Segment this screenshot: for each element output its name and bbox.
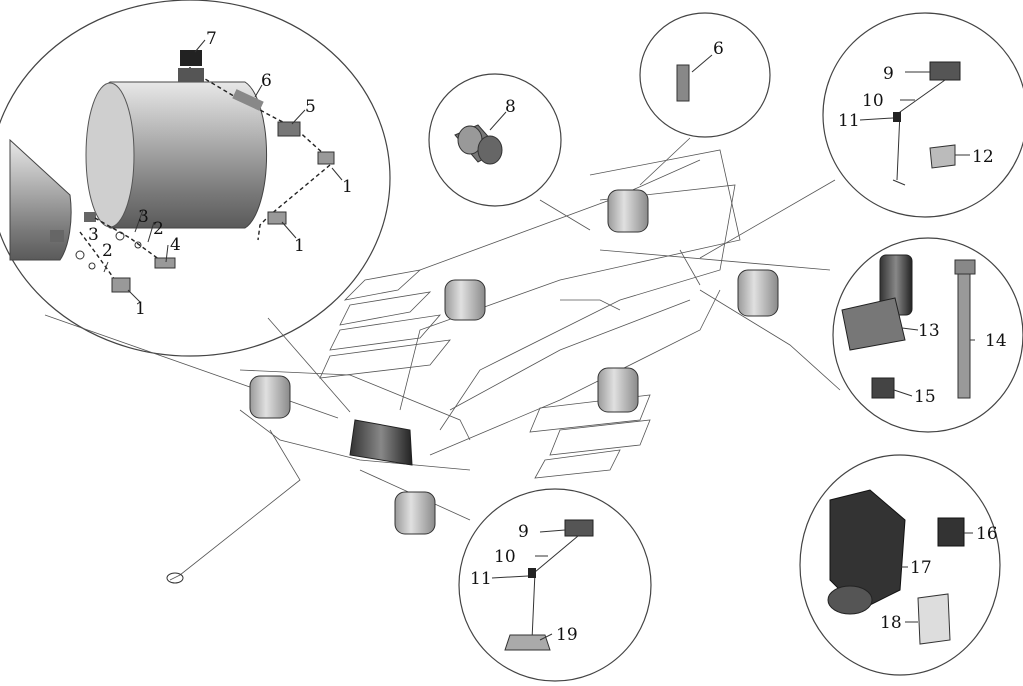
- callout-1-lower: 1: [135, 299, 146, 319]
- fitting-8: [454, 124, 503, 165]
- detail-circle-levelling: [832, 237, 1023, 433]
- callout-13: 13: [918, 321, 940, 341]
- callout-12: 12: [972, 147, 994, 167]
- callout-19: 19: [556, 625, 578, 645]
- fitting-1b: [267, 211, 287, 225]
- callout-9-top: 9: [883, 64, 894, 84]
- callout-10-top: 10: [862, 91, 884, 111]
- callout-6-top: 6: [713, 39, 724, 59]
- air-bag-1: [444, 279, 486, 321]
- callout-7: 7: [206, 29, 217, 49]
- callout-3-a: 3: [138, 207, 149, 227]
- callout-1-upper: 1: [342, 177, 353, 197]
- callout-17: 17: [910, 558, 932, 578]
- air-bag-2: [607, 189, 649, 233]
- callout-11-bottom: 11: [470, 569, 492, 589]
- detail-circle-valve-bottom: [458, 488, 652, 682]
- levelling-valve: [841, 254, 976, 399]
- detail-circle-fitting-8: [428, 73, 562, 207]
- callout-2-a: 2: [153, 219, 164, 239]
- central-tank: [349, 419, 413, 466]
- ecu-assembly: [827, 489, 965, 645]
- callout-5: 5: [305, 97, 316, 117]
- callout-6-left: 6: [261, 71, 272, 91]
- callout-2-b: 2: [102, 241, 113, 261]
- fitting-4: [154, 257, 176, 269]
- callout-15: 15: [914, 387, 936, 407]
- detail-circle-fitting-6: [639, 12, 771, 138]
- callout-4: 4: [170, 235, 181, 255]
- callout-18: 18: [880, 613, 902, 633]
- callout-16: 16: [976, 524, 998, 544]
- valve-bottom: [504, 519, 594, 651]
- callout-9-bottom: 9: [518, 522, 529, 542]
- valve-top: [892, 61, 961, 186]
- fitting-7: [178, 50, 204, 82]
- fitting-5: [277, 121, 301, 137]
- callout-3-b: 3: [88, 225, 99, 245]
- air-tank-second: [9, 138, 96, 261]
- air-bag-5: [249, 375, 291, 419]
- callout-10-bottom: 10: [494, 547, 516, 567]
- detail-circle-ecu: [799, 454, 1001, 676]
- fitting-6-top: [676, 64, 690, 102]
- hose-coil: [166, 572, 184, 584]
- air-tank: [85, 81, 268, 229]
- detail-circle-tank: [0, 0, 391, 357]
- detail-circle-valve-top: [822, 12, 1023, 218]
- fitting-6-left: [232, 89, 264, 111]
- callout-1-mid: 1: [294, 236, 305, 256]
- fitting-1a: [317, 151, 335, 165]
- callout-11-top: 11: [838, 111, 860, 131]
- air-bag-4: [597, 367, 639, 413]
- air-bag-3: [737, 269, 779, 317]
- callout-8: 8: [505, 97, 516, 117]
- fitting-1c: [111, 277, 131, 293]
- callout-14: 14: [985, 331, 1007, 351]
- air-bag-6: [394, 491, 436, 535]
